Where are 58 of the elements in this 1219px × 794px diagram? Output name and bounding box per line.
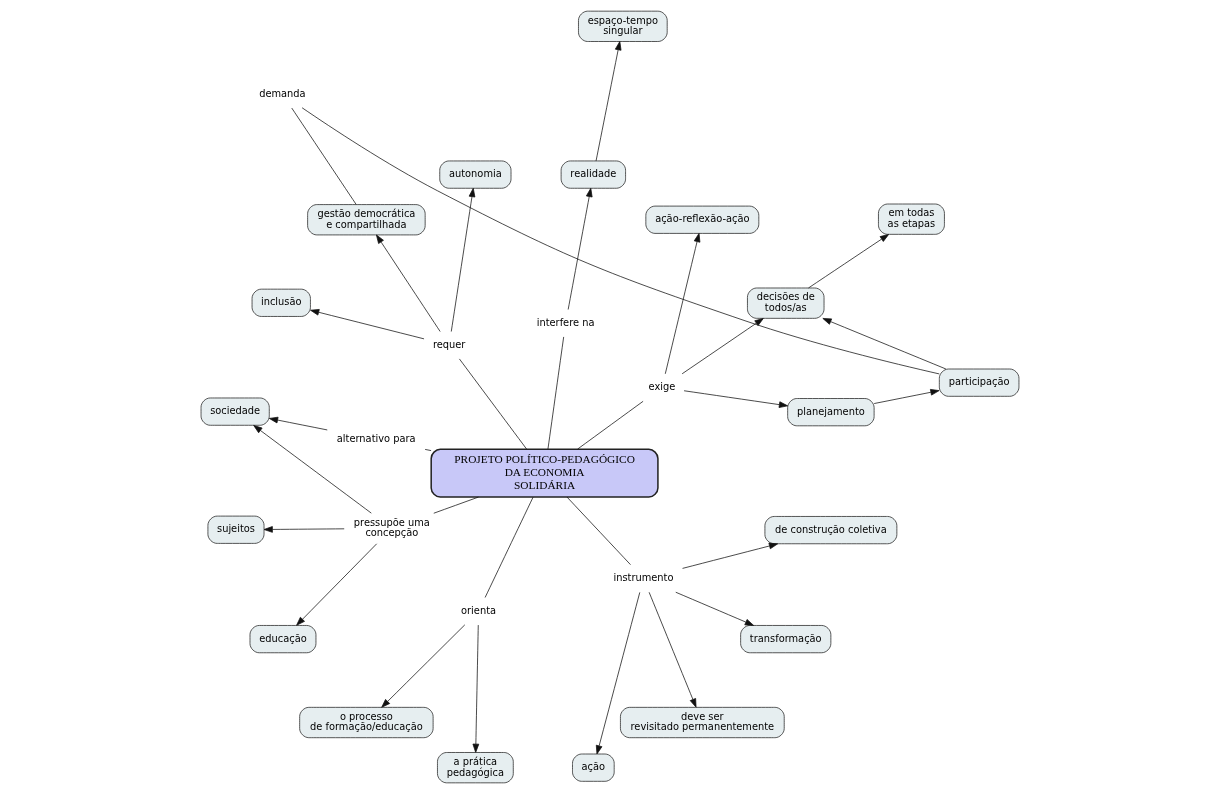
connector — [566, 496, 631, 566]
node-box: espaço-tempo singular — [577, 10, 668, 42]
node-box: ação-reflexão-ação — [644, 205, 759, 234]
arrow — [681, 318, 764, 375]
node-text: alternativo para — [336, 433, 416, 445]
node-box: de construção coletiva — [764, 516, 897, 545]
node-box: deve ser revisitado permanentemente — [619, 707, 785, 739]
arrow — [295, 543, 377, 626]
node-box: gestão democrática e compartilhada — [306, 204, 426, 236]
node-box: o processo de formação/educação — [298, 707, 433, 739]
arrow — [567, 187, 592, 310]
arrow — [595, 41, 621, 162]
node-text: instrumento — [612, 572, 673, 584]
node-box: em todas as etapas — [877, 203, 945, 235]
node-box: autonomia — [438, 160, 511, 189]
connector — [424, 449, 431, 451]
arrow — [450, 187, 475, 332]
node-box: educação — [249, 625, 316, 654]
node-box: participação — [938, 368, 1019, 397]
arrow — [873, 389, 939, 404]
arrow — [807, 234, 889, 289]
arrow — [821, 318, 946, 370]
node-text: exige — [648, 381, 675, 393]
arrow — [309, 309, 424, 340]
arrow — [681, 542, 778, 569]
arrow — [595, 592, 640, 755]
connector — [484, 496, 533, 598]
connector — [458, 358, 527, 450]
node-box: planejamento — [786, 398, 874, 427]
connector — [576, 400, 643, 450]
node-box: ação — [571, 753, 615, 782]
arrow — [683, 390, 788, 408]
node-box: transformação — [739, 625, 831, 654]
node-text: requer — [432, 338, 465, 350]
node-box: inclusão — [251, 288, 311, 317]
connector — [290, 107, 356, 205]
node-box: sujeitos — [207, 515, 264, 544]
arrow — [263, 526, 345, 533]
connector — [547, 336, 564, 450]
node-box: a prática pedagógica — [436, 752, 514, 784]
arrow — [664, 233, 700, 375]
node-box: PROJETO POLÍTICO-PEDAGÓGICO DA ECONOMIA SOLIDÁRIA — [429, 448, 659, 498]
connector — [301, 107, 940, 375]
arrow — [472, 624, 479, 753]
arrow — [648, 591, 696, 708]
arrow — [268, 416, 328, 431]
connector — [432, 496, 479, 514]
node-box: decisões de todos/as — [746, 287, 824, 319]
arrow — [375, 234, 441, 332]
node-box: realidade — [560, 160, 626, 189]
node-text: interfere na — [536, 316, 594, 328]
arrow — [252, 425, 372, 514]
node-box: sociedade — [200, 397, 270, 426]
node-text: pressupõe uma concepção — [353, 516, 430, 539]
node-text: demanda — [258, 87, 306, 99]
arrow — [380, 624, 465, 708]
arrow — [674, 591, 754, 626]
node-text: orienta — [460, 604, 496, 616]
